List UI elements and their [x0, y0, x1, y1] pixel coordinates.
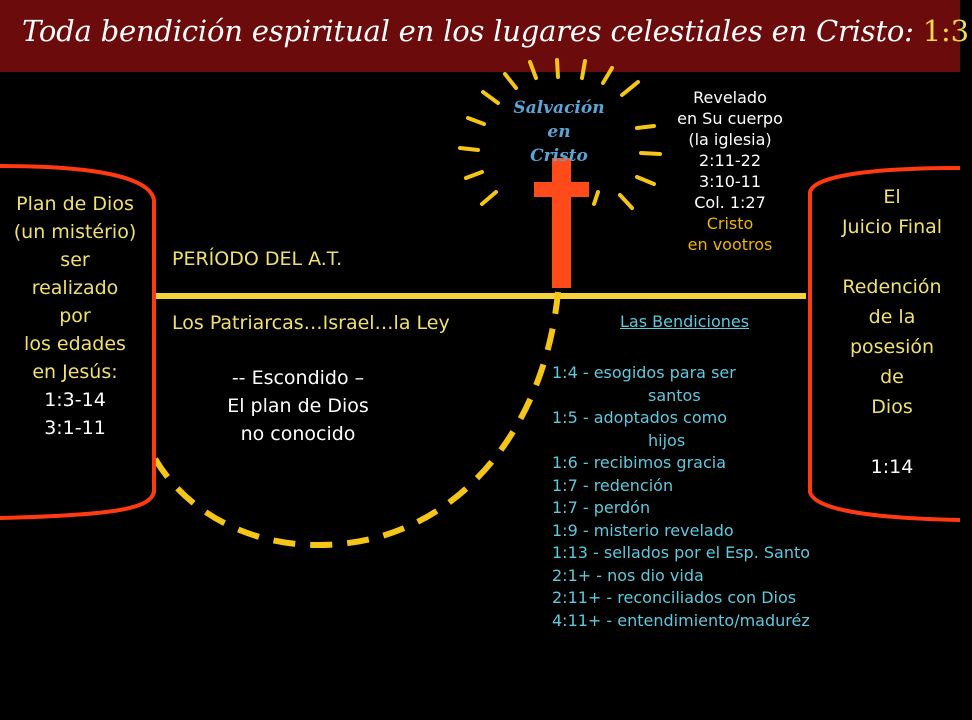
juicio-final-block: El Juicio Final Redención de la posesión…: [841, 186, 943, 478]
list-item: 1:4 - esogidos para ser: [552, 363, 736, 382]
list-item: 2:1+ - nos dio vida: [552, 565, 704, 585]
slide-title: Toda bendición espiritual en los lugares…: [22, 14, 969, 48]
title-text: Toda bendición espiritual en los lugares…: [22, 14, 914, 48]
dashed-arc: [150, 291, 561, 549]
list-item: 1:13 - sellados por el Esp. Santo: [552, 543, 811, 562]
juicio-scroll-shape: [808, 166, 961, 522]
sun-rays: [458, 58, 662, 210]
list-item: hijos: [648, 430, 686, 450]
bendiciones-heading: Las Bendiciones: [620, 312, 750, 331]
list-item: 2:11+ - reconciliados con Dios: [552, 588, 797, 607]
list-item: santos: [648, 385, 701, 405]
list-item: 1:6 - recibimos gracia: [552, 453, 726, 472]
title-reference: 1:3: [922, 14, 969, 48]
list-item: 1:7 - perdón: [552, 498, 651, 517]
revelado-block: Revelado en Su cuerpo (la iglesia) 2:11-…: [677, 88, 783, 254]
title-bar: Toda bendición espiritual en los lugares…: [0, 0, 969, 72]
salvacion-label: Salvación en Cristo: [513, 98, 605, 166]
cross-icon: [534, 158, 589, 288]
list-item: 4:11+ - entendimiento/maduréz: [552, 610, 810, 630]
list-item: 1:9 - misterio revelado: [552, 520, 734, 540]
list-item: 1:7 - redención: [552, 475, 674, 495]
periodo-at-label: PERÍODO DEL A.T.: [172, 248, 343, 270]
bendiciones-list: 1:4 - esogidos para ser santos 1:5 - ado…: [552, 362, 810, 632]
list-item: 1:5 - adoptados como: [552, 408, 728, 427]
patriarcas-label: Los Patriarcas…Israel…la Ley: [172, 312, 450, 334]
escondido-block: -- Escondido – El plan de Dios no conoci…: [227, 367, 369, 445]
plan-de-dios-block: Plan de Dios (un mistério) ser realizado…: [13, 193, 137, 439]
plan-scroll-shape: [0, 164, 156, 520]
